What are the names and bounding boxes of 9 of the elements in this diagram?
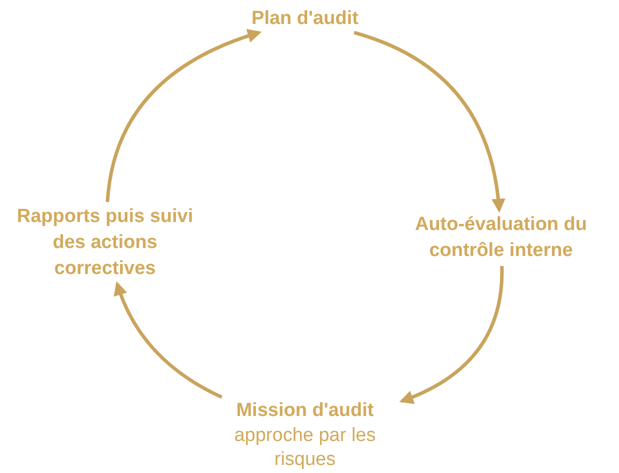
step-description: approche par les risques (233, 424, 377, 472)
step-title: Auto-évaluation du contrôle interne (414, 213, 588, 263)
step-title: Rapports puis suivi des actions correctives (16, 205, 194, 281)
curved-arrow (114, 281, 223, 399)
curved-arrow (106, 29, 262, 202)
step-title: Plan d'audit (250, 7, 360, 31)
curved-arrow (354, 30, 505, 213)
curved-arrow (399, 266, 504, 404)
step-title: Mission d'audit (235, 399, 375, 423)
